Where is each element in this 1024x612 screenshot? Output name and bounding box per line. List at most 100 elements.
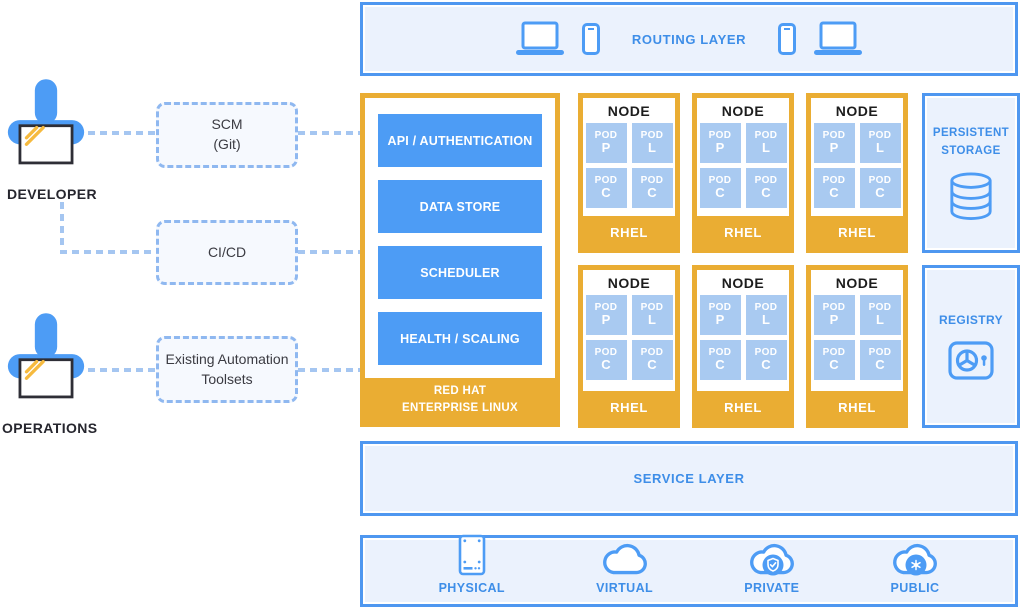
operations-label: OPERATIONS	[2, 420, 98, 436]
connector-developer-scm	[88, 131, 156, 135]
shield-check-icon	[762, 554, 784, 576]
connector-developer-down	[60, 202, 64, 254]
phone-icon	[778, 23, 797, 55]
component-api-authentication: API / AUTHENTICATION	[378, 114, 542, 167]
master-box: API / AUTHENTICATION DATA STORE SCHEDULE…	[360, 93, 560, 427]
connector-cicd-master	[298, 250, 360, 254]
node-rhel-band: RHEL	[583, 216, 675, 248]
infra-label-private: PRIVATE	[744, 581, 800, 595]
phone-icon	[581, 23, 600, 55]
node-title: NODE	[607, 103, 651, 119]
automation-label-line1: Existing Automation	[165, 350, 289, 367]
node-title: NODE	[835, 103, 879, 119]
persistent-storage-panel: PERSISTENT STORAGE	[922, 93, 1020, 253]
automation-box: Existing Automation Toolsets	[156, 336, 298, 403]
rhel-band-line1: RED HAT	[433, 385, 487, 398]
database-icon	[950, 172, 992, 220]
person-laptop-icon	[7, 79, 85, 165]
infrastructure-panel: PHYSICAL VIRTUAL	[360, 534, 1018, 607]
node-title: NODE	[721, 275, 765, 291]
cicd-label: CI/CD	[207, 243, 247, 260]
registry-panel: REGISTRY	[922, 265, 1020, 428]
connector-automation-master	[298, 368, 360, 372]
node-rhel-band: RHEL	[697, 391, 789, 423]
infra-label-physical: PHYSICAL	[438, 581, 505, 595]
developer-figure	[6, 77, 86, 167]
cloud-icon	[602, 543, 647, 575]
server-icon	[458, 534, 486, 576]
node-rhel-band: RHEL	[583, 391, 675, 423]
cicd-box: CI/CD	[156, 220, 298, 285]
component-scheduler: SCHEDULER	[378, 246, 542, 299]
infra-item-physical: PHYSICAL	[439, 534, 505, 595]
person-laptop-icon	[7, 313, 85, 399]
connector-scm-master	[298, 131, 360, 135]
connector-operations-automation	[88, 368, 156, 372]
safe-icon	[948, 341, 994, 380]
routing-layer-label: ROUTING LAYER	[631, 31, 747, 47]
automation-label-line2: Toolsets	[201, 370, 253, 387]
node-title: NODE	[835, 275, 879, 291]
node-rhel-band: RHEL	[811, 391, 903, 423]
service-layer-label: SERVICE LAYER	[633, 471, 745, 486]
laptop-icon	[814, 21, 863, 55]
node-title: NODE	[607, 275, 651, 291]
component-health-scaling: HEALTH / SCALING	[378, 312, 542, 365]
infra-item-public: PUBLIC	[890, 542, 939, 595]
scm-box: SCM (Git)	[156, 102, 298, 168]
service-layer-panel: SERVICE LAYER	[360, 441, 1018, 516]
routing-layer-panel: ROUTING LAYER	[360, 2, 1018, 76]
component-data-store: DATA STORE	[378, 180, 542, 233]
laptop-icon	[515, 21, 564, 55]
node-rhel-band: RHEL	[811, 216, 903, 248]
connector-developer-cicd	[60, 250, 156, 254]
infra-label-public: PUBLIC	[890, 581, 940, 595]
persistent-storage-label: PERSISTENT STORAGE	[932, 127, 1010, 157]
infra-label-virtual: VIRTUAL	[596, 581, 654, 595]
operations-figure	[6, 311, 86, 401]
developer-label: DEVELOPER	[7, 186, 97, 202]
infra-item-private: PRIVATE	[744, 542, 799, 595]
snowflake-badge-icon	[905, 554, 927, 576]
rhel-band-line2: ENTERPRISE LINUX	[402, 402, 518, 414]
node-rhel-band: RHEL	[697, 216, 789, 248]
node-title: NODE	[721, 103, 765, 119]
rhel-band: RED HAT ENTERPRISE LINUX	[365, 378, 555, 422]
scm-label-line1: SCM	[211, 116, 243, 133]
